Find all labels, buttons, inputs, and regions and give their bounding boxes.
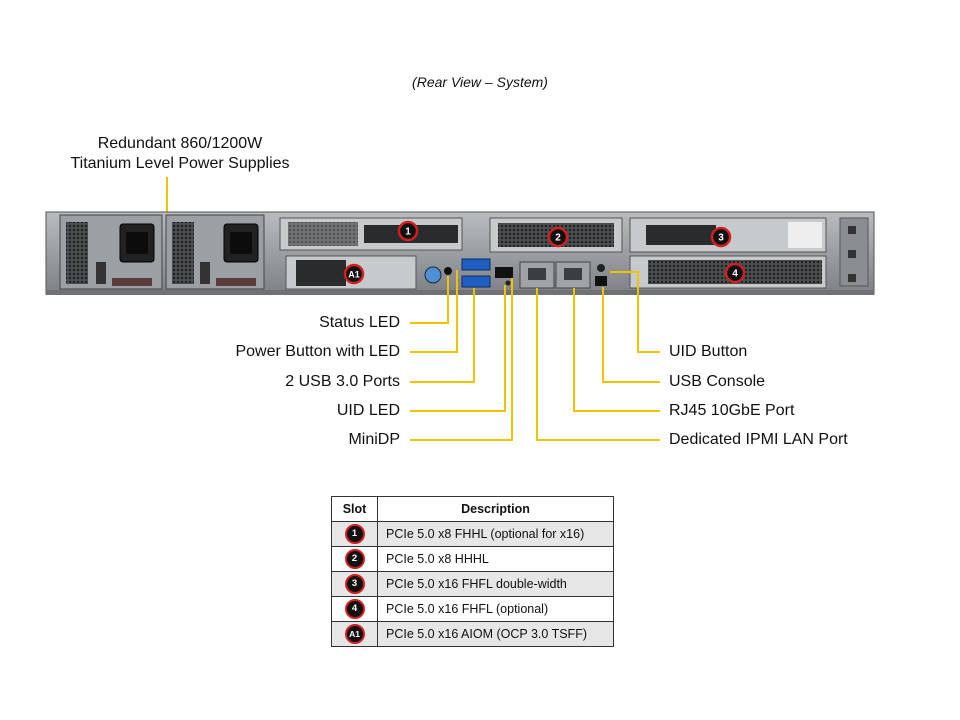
- badge-slot-4: 4: [724, 262, 746, 284]
- diagram-caption: (Rear View – System): [412, 74, 548, 90]
- power-button: [424, 266, 442, 284]
- badge-slot-a1: A1: [343, 263, 365, 285]
- slot-description: PCIe 5.0 x8 FHHL (optional for x16): [377, 521, 614, 547]
- svg-text:3: 3: [718, 233, 724, 244]
- leader-status-led: [410, 276, 449, 324]
- leader-rj45: [573, 288, 660, 412]
- power-supply-2: [165, 214, 265, 290]
- chassis-badges: 1 2 3 4 A1: [343, 220, 746, 285]
- badge-slot-3: 3: [710, 226, 732, 248]
- rj45-label: RJ45 10GbE Port: [669, 402, 795, 419]
- leader-uid-led: [410, 285, 506, 412]
- slot-badge: 3: [344, 574, 365, 594]
- slot-badge: 1: [344, 524, 365, 544]
- badge-slot-2: 2: [547, 226, 569, 248]
- description-header: Description: [377, 496, 614, 522]
- slot-header: Slot: [331, 496, 378, 522]
- usb-port-2: [461, 275, 491, 288]
- leader-usb-ports: [410, 288, 475, 383]
- leader-lines: [410, 270, 660, 441]
- power-button-label: Power Button with LED: [235, 343, 400, 360]
- ipmi-label: Dedicated IPMI LAN Port: [669, 431, 848, 448]
- uid-led-label: UID LED: [336, 402, 400, 419]
- server-chassis: [45, 211, 875, 295]
- slot-table: Slot Description 1 PCIe 5.0 x8 FHHL (opt…: [331, 496, 614, 647]
- badge-slot-1: 1: [397, 220, 419, 242]
- slot-badge: 2: [344, 549, 365, 569]
- leader-minidp: [410, 278, 513, 441]
- minidp-port: [495, 267, 513, 278]
- usb-console-port: [595, 276, 607, 286]
- leader-ipmi: [536, 288, 660, 441]
- table-row: 1 PCIe 5.0 x8 FHHL (optional for x16): [331, 521, 614, 547]
- psu-title: Redundant 860/1200W Titanium Level Power…: [40, 134, 320, 174]
- table-row: A1 PCIe 5.0 x16 AIOM (OCP 3.0 TSFF): [331, 621, 614, 647]
- slot-description: PCIe 5.0 x16 FHFL double-width: [377, 571, 614, 597]
- psu-title-line1: Redundant 860/1200W: [97, 135, 263, 152]
- slot-description: PCIe 5.0 x8 HHHL: [377, 546, 614, 572]
- slot-description: PCIe 5.0 x16 AIOM (OCP 3.0 TSFF): [377, 621, 614, 647]
- slot-badge: 4: [344, 599, 365, 619]
- power-supply-1: [59, 214, 163, 290]
- leader-uid-button: [610, 271, 660, 353]
- leader-usb-console: [602, 287, 660, 383]
- leader-power-button: [410, 270, 458, 353]
- status-led: [444, 267, 452, 275]
- usb-port-1: [461, 258, 491, 271]
- status-led-label: Status LED: [319, 314, 400, 331]
- minidp-label: MiniDP: [348, 431, 400, 448]
- svg-text:1: 1: [405, 227, 411, 238]
- table-row: 3 PCIe 5.0 x16 FHFL double-width: [331, 571, 614, 597]
- table-row: 4 PCIe 5.0 x16 FHFL (optional): [331, 596, 614, 622]
- usb-console-label: USB Console: [669, 373, 766, 390]
- svg-text:2: 2: [555, 233, 561, 244]
- uid-button: [597, 264, 605, 272]
- svg-text:A1: A1: [348, 270, 360, 280]
- slot-badge: A1: [344, 624, 365, 644]
- table-row: 2 PCIe 5.0 x8 HHHL: [331, 546, 614, 572]
- uid-led: [505, 280, 511, 286]
- uid-button-label: UID Button: [669, 343, 748, 360]
- slot-description: PCIe 5.0 x16 FHFL (optional): [377, 596, 614, 622]
- usb-ports-label: 2 USB 3.0 Ports: [285, 373, 400, 390]
- table-header-row: Slot Description: [331, 496, 614, 522]
- svg-text:4: 4: [732, 269, 738, 280]
- psu-title-line2: Titanium Level Power Supplies: [70, 155, 290, 172]
